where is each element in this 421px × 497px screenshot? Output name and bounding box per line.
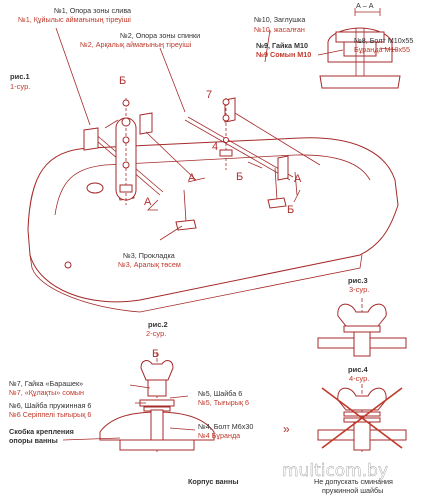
label-item7-ru: №7, Гайка «Барашек» <box>9 379 83 388</box>
exploded-right-detail <box>219 98 233 170</box>
label-item5-ru: №5, Шайба 6 <box>198 389 242 398</box>
letter-b-3: Б <box>287 204 294 216</box>
fig4-title: рис.4 <box>348 365 368 374</box>
fig2-title-kz: 2-сур. <box>146 329 166 338</box>
letter-a-3: А <box>294 173 302 185</box>
fig3-title-kz: 3-сур. <box>349 285 369 294</box>
fig2-detail <box>62 352 215 452</box>
fig3-title: рис.3 <box>348 276 368 285</box>
label-item1-ru: №1, Опора зоны слива <box>54 6 131 15</box>
number-7: 7 <box>206 89 212 101</box>
letter-a-2: А <box>188 172 196 184</box>
warning-line2: пружинной шайбы <box>322 486 383 495</box>
label-item3-ru: №3, Прокладка <box>123 251 175 260</box>
drain-hole <box>86 182 104 194</box>
label-item5-kz: №5, Тығырық 6 <box>198 398 249 407</box>
label-item2-kz: №2, Арқалық аймағының тіреуіші <box>80 40 192 49</box>
label-item1-kz: №1, Құйылыс аймағының тіреуіші <box>18 15 131 24</box>
number-4: 4 <box>212 141 218 153</box>
fig1-title-kz: 1-сур. <box>10 82 30 91</box>
letter-a-1: А <box>144 196 152 208</box>
letter-b-1: Б <box>119 75 126 87</box>
fig3-detail <box>317 298 407 357</box>
leader-3 <box>159 225 183 241</box>
label-item8-kz: Бұранда М10х55 <box>354 45 410 54</box>
label-item4-kz: №4 Бұранда <box>198 431 240 440</box>
label-item7-kz: №7, «Құлақты» сомын <box>9 388 84 397</box>
label-item10-ru: №10, Заглушка <box>254 15 305 24</box>
label-section-aa: А – А <box>356 1 374 10</box>
leader-1 <box>55 27 91 126</box>
label-item2-ru: №2, Опора зоны спинки <box>120 31 200 40</box>
leader-2 <box>159 47 186 113</box>
overflow-hole <box>64 261 72 269</box>
label-item3-kz: №3, Аралық төсем <box>118 260 181 269</box>
label-bracket-line2: опоры ванны <box>9 436 58 445</box>
label-bracket-line1: Скобка крепления <box>9 427 74 436</box>
cap-bolt-detail <box>317 8 401 89</box>
label-item8-ru: №8, Болт М10х55 <box>354 36 413 45</box>
watermark: multicom.by <box>282 461 388 481</box>
warning-line1: Не допускать сминания <box>314 477 393 486</box>
exploded-bolt-detail <box>115 98 137 205</box>
leader-10 <box>264 29 271 63</box>
label-item6-kz: №6 Серіппелі тығырық 6 <box>9 410 91 419</box>
double-arrow-icon: » <box>283 422 290 436</box>
fig4-title-kz: 4-сур. <box>349 374 369 383</box>
fig2-title: рис.2 <box>148 320 168 329</box>
letter-b-fig2: Б <box>152 348 159 360</box>
label-item4-ru: №4, Болт М6х30 <box>198 422 253 431</box>
label-item9-ru: №9, Гайка М10 <box>256 41 308 50</box>
label-tub-body: Корпус ванны <box>188 477 238 486</box>
label-item9-kz: №9 Сомын М10 <box>256 50 311 59</box>
section-markers <box>104 119 301 211</box>
label-item6-ru: №6, Шайба пружинная 6 <box>9 401 91 410</box>
fig1-title: рис.1 <box>10 72 30 81</box>
letter-b-2: Б <box>236 171 243 183</box>
label-item10-kz: №10, жасалған <box>254 25 305 34</box>
bathtub-illustration <box>27 137 399 313</box>
fig4-detail <box>317 384 407 452</box>
